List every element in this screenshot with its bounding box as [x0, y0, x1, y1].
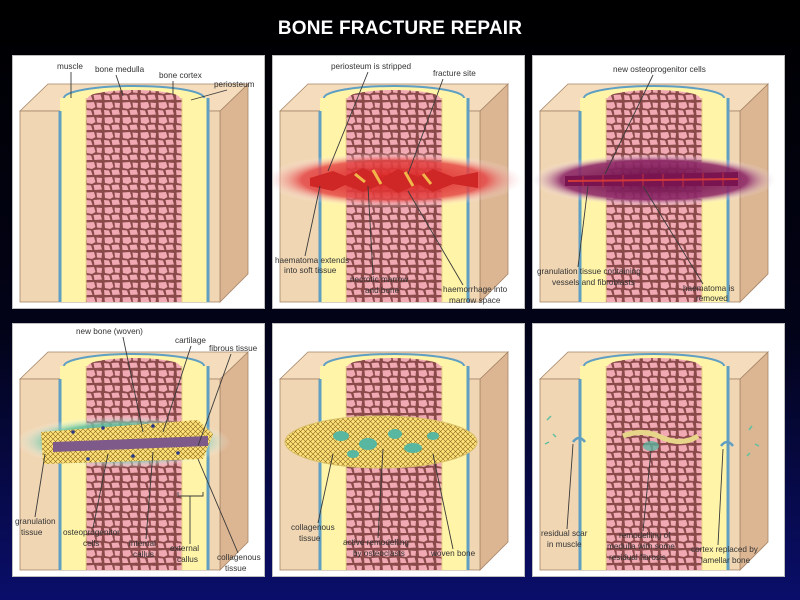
leader-cortex	[717, 448, 724, 546]
diagram-remodelling: collagenous tissue active remodelling by…	[278, 350, 510, 572]
panel-granulation: new osteoprogenitor cells granulation ti…	[532, 55, 785, 309]
label-haemorrhage-1: haemorrhage into	[443, 285, 508, 294]
page-title: BONE FRACTURE REPAIR	[277, 18, 523, 39]
label-external-1: external	[170, 544, 199, 553]
leader-medulla	[115, 74, 124, 97]
leader-fibrous	[197, 353, 232, 447]
label-new-bone: new bone (woven)	[76, 327, 143, 336]
label-granulation-2: vessels and fibroblasts	[552, 278, 635, 287]
label-scar-2: in muscle	[547, 540, 582, 549]
leader-periosteum-stripped	[327, 71, 369, 172]
diagram-normal-bone: muscle bone medulla bone cortex perioste…	[18, 62, 255, 304]
label-remod-3: residual fibrosis	[609, 553, 666, 562]
diagram-healed: residual scar in muscle remodelling of m…	[538, 350, 770, 572]
leader-osteo	[92, 453, 109, 529]
label-osteo-2: cells	[83, 539, 99, 548]
label-external-2: callus	[177, 555, 198, 564]
label-remod-1: remodelling of	[619, 531, 671, 540]
label-remodel-2: by osteoclasts	[353, 549, 405, 558]
diagram-callus: new bone (woven) cartilage fibrous tissu…	[15, 327, 261, 573]
diagram-haematoma: periosteum is stripped fracture site hae…	[273, 62, 526, 305]
leader-haemorrhage	[407, 190, 464, 286]
label-necrotic-2: and bone	[365, 286, 400, 295]
label-necrotic-1: necrotic marrow	[350, 275, 408, 284]
label-osteo-1: osteoprogenitor	[63, 528, 120, 537]
label-collagenous-1: collagenous	[217, 553, 261, 562]
label-haematoma-1: haematoma extends	[275, 256, 349, 265]
label-coll-1: collagenous	[291, 523, 335, 532]
label-cartilage: cartilage	[175, 336, 206, 345]
label-collagenous-2: tissue	[225, 564, 247, 573]
label-internal-2: callus	[133, 550, 154, 559]
panel-healed: residual scar in muscle remodelling of m…	[532, 323, 785, 577]
leader-new-bone	[122, 336, 144, 433]
label-removed-1: haematoma is	[683, 284, 734, 293]
label-periosteum-stripped: periosteum is stripped	[331, 62, 412, 71]
leader-periosteum	[190, 89, 228, 101]
leader-internal	[145, 451, 154, 540]
label-coll-2: tissue	[299, 534, 321, 543]
label-remod-2: medulla with some	[607, 542, 675, 551]
diagram-granulation: new osteoprogenitor cells granulation ti…	[533, 65, 778, 304]
label-scar-1: residual scar	[541, 529, 588, 538]
panel-callus: new bone (woven) cartilage fibrous tissu…	[12, 323, 265, 577]
leader-osteo-cells	[604, 74, 654, 175]
label-granulation-1: granulation tissue containing	[537, 267, 641, 276]
leader-cartilage	[162, 345, 192, 433]
label-cortex-1: cortex replaced by	[691, 545, 759, 554]
label-gran-2: tissue	[21, 528, 43, 537]
label-osteo-cells: new osteoprogenitor cells	[613, 65, 706, 74]
panel-haematoma: periosteum is stripped fracture site hae…	[272, 55, 526, 309]
leader-fracture-site	[407, 78, 444, 175]
label-bone-cortex: bone cortex	[159, 71, 202, 80]
panel-normal-bone: muscle bone medulla bone cortex perioste…	[12, 55, 265, 309]
label-cortex-2: lamellar bone	[701, 556, 751, 565]
label-gran-1: granulation	[15, 517, 56, 526]
label-internal-1: internal	[129, 539, 156, 548]
label-periosteum: periosteum	[214, 80, 255, 89]
label-bone-medulla: bone medulla	[95, 65, 145, 74]
leader-external	[177, 492, 204, 544]
leader-coll	[317, 453, 334, 524]
label-removed-2: removed	[696, 294, 728, 303]
leader-removed	[642, 185, 704, 285]
label-woven: woven bone	[430, 549, 476, 558]
label-fracture-site: fracture site	[433, 69, 476, 78]
label-haematoma-2: into soft tissue	[284, 266, 337, 275]
leader-haematoma	[304, 185, 321, 257]
leader-granulation	[577, 185, 589, 268]
leader-remod	[642, 450, 652, 532]
label-fibrous: fibrous tissue	[209, 344, 258, 353]
leader-necrotic	[367, 185, 374, 276]
label-remodel-1: active remodelling	[343, 538, 409, 547]
label-muscle: muscle	[57, 62, 83, 71]
leader-collagenous	[197, 458, 239, 554]
leader-gran	[34, 453, 46, 518]
panel-remodelling: collagenous tissue active remodelling by…	[272, 323, 525, 577]
label-haemorrhage-2: marrow space	[449, 296, 501, 305]
leader-woven	[432, 453, 454, 550]
leader-remodel	[377, 448, 384, 539]
leader-scar	[566, 443, 574, 530]
